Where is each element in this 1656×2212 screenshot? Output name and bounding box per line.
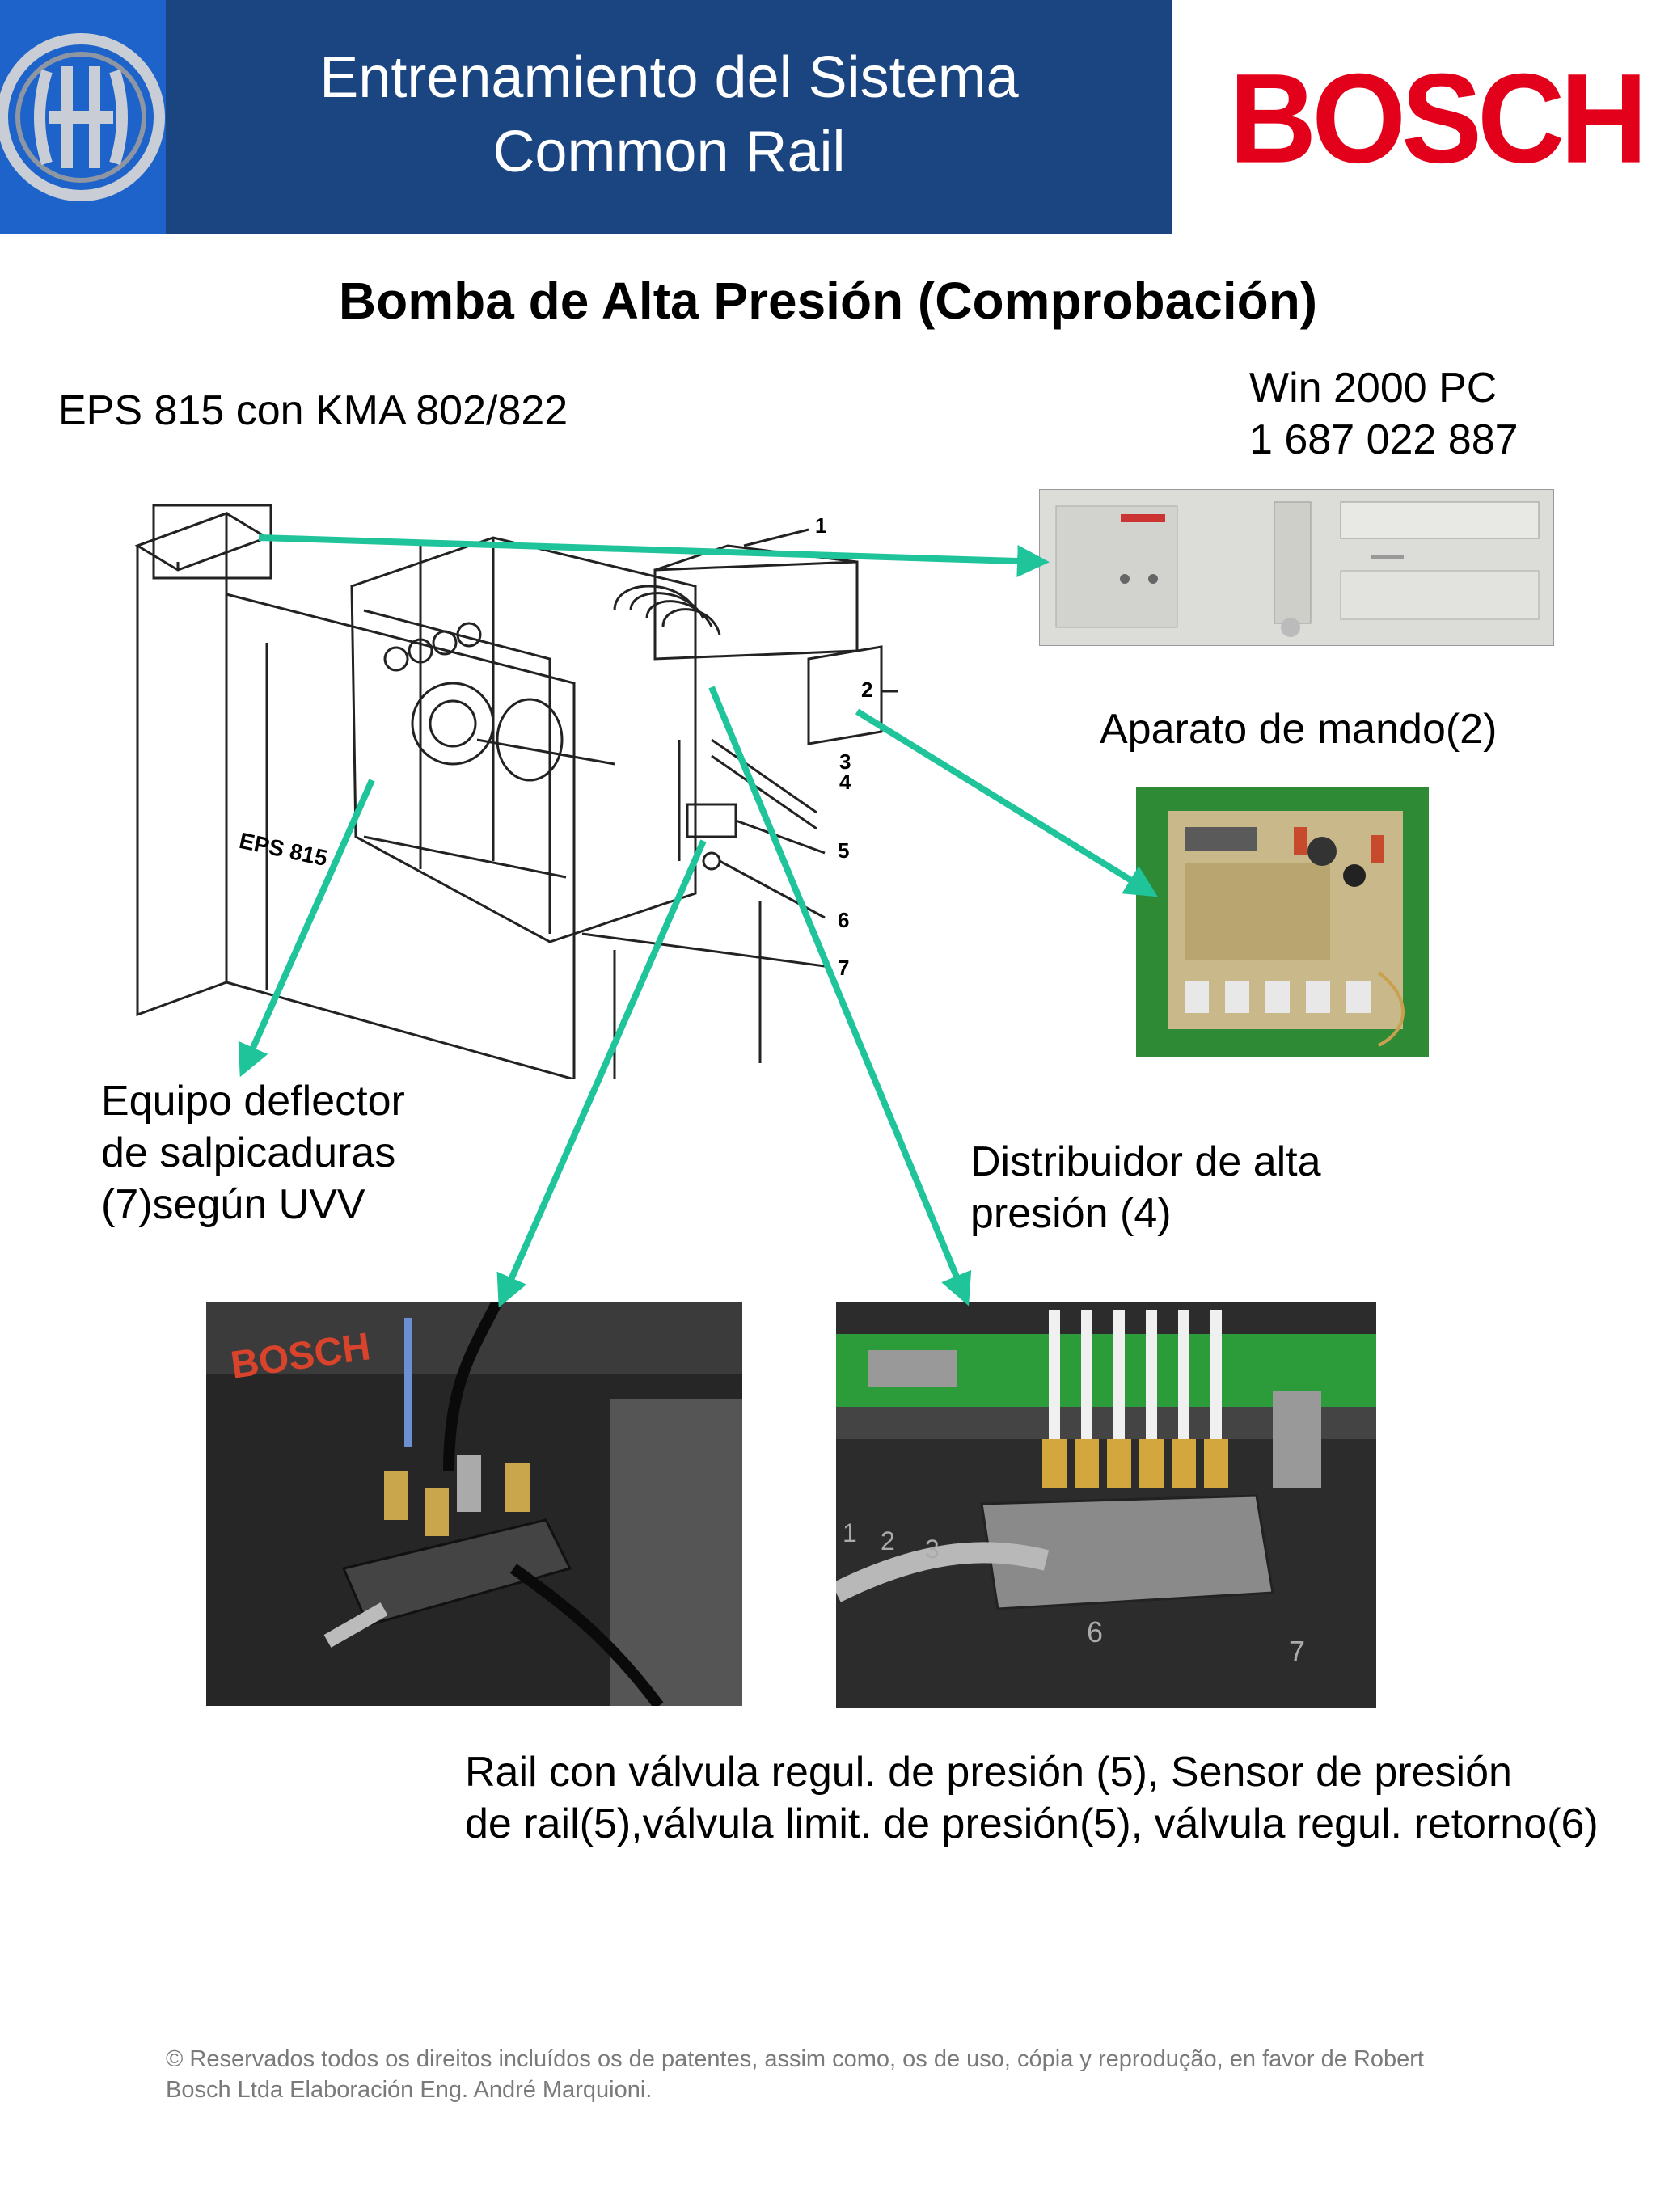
eps815-machine-drawing: EPS 815 1 2 3 4 5 6 7 — [129, 497, 914, 1081]
header-band — [0, 0, 1172, 234]
header-title-line2: Common Rail — [492, 120, 846, 184]
callout-7: 7 — [838, 956, 850, 980]
distributor-mark-2: 2 — [881, 1526, 895, 1556]
footer-line2: Bosch Ltda Elaboración Eng. André Marqui… — [166, 2077, 653, 2103]
label-pc: Win 2000 PC 1 687 022 887 — [1249, 362, 1519, 466]
label-rail-valves: Rail con válvula regul. de presión (5), … — [465, 1746, 1599, 1850]
label-rail-line1: Rail con válvula regul. de presión (5), … — [465, 1749, 1512, 1796]
label-pc-line2: 1 687 022 887 — [1249, 416, 1519, 463]
label-deflector: Equipo deflector de salpicaduras (7)segú… — [101, 1075, 405, 1231]
photo-rail-valves: BOSCH — [206, 1302, 742, 1706]
label-rail-line2: de rail(5),válvula limit. de presión(5),… — [465, 1800, 1599, 1847]
bosch-armature-logo-icon — [0, 0, 166, 234]
distributor-mark-3: 3 — [925, 1534, 940, 1564]
page-title: Bomba de Alta Presión (Comprobación) — [338, 272, 1318, 330]
photo-win2000-pc — [1039, 489, 1554, 646]
label-pc-line1: Win 2000 PC — [1249, 365, 1498, 412]
distributor-mark-7: 7 — [1289, 1635, 1306, 1668]
bosch-wordmark: BOSCH — [1229, 46, 1648, 190]
callout-2: 2 — [861, 678, 873, 702]
callout-4: 4 — [839, 770, 851, 794]
distributor-mark-6: 6 — [1087, 1615, 1104, 1648]
label-deflector-line2: de salpicaduras — [101, 1129, 396, 1176]
label-distribuidor-line1: Distribuidor de alta — [970, 1138, 1321, 1185]
header-title-line1: Entrenamiento del Sistema — [319, 45, 1019, 110]
label-distribuidor: Distribuidor de alta presión (4) — [970, 1136, 1321, 1239]
footer-line1: © Reservados todos os direitos incluídos… — [166, 2046, 1424, 2072]
callout-1: 1 — [815, 513, 827, 538]
photo-distributor: 1 2 3 6 7 — [836, 1302, 1376, 1708]
label-aparato-mando: Aparato de mando(2) — [1100, 706, 1498, 753]
header-title: Entrenamiento del Sistema Common Rail — [166, 40, 1172, 189]
label-distribuidor-line2: presión (4) — [970, 1190, 1172, 1237]
photo-aparato-mando — [1136, 787, 1429, 1057]
label-deflector-line3: (7)según UVV — [101, 1181, 365, 1228]
distributor-mark-1: 1 — [843, 1518, 857, 1547]
label-eps-kma: EPS 815 con KMA 802/822 — [58, 387, 568, 434]
footer-copyright: © Reservados todos os direitos incluídos… — [166, 2044, 1540, 2105]
callout-6: 6 — [838, 908, 850, 932]
callout-5: 5 — [838, 838, 850, 863]
label-deflector-line1: Equipo deflector — [101, 1078, 405, 1125]
